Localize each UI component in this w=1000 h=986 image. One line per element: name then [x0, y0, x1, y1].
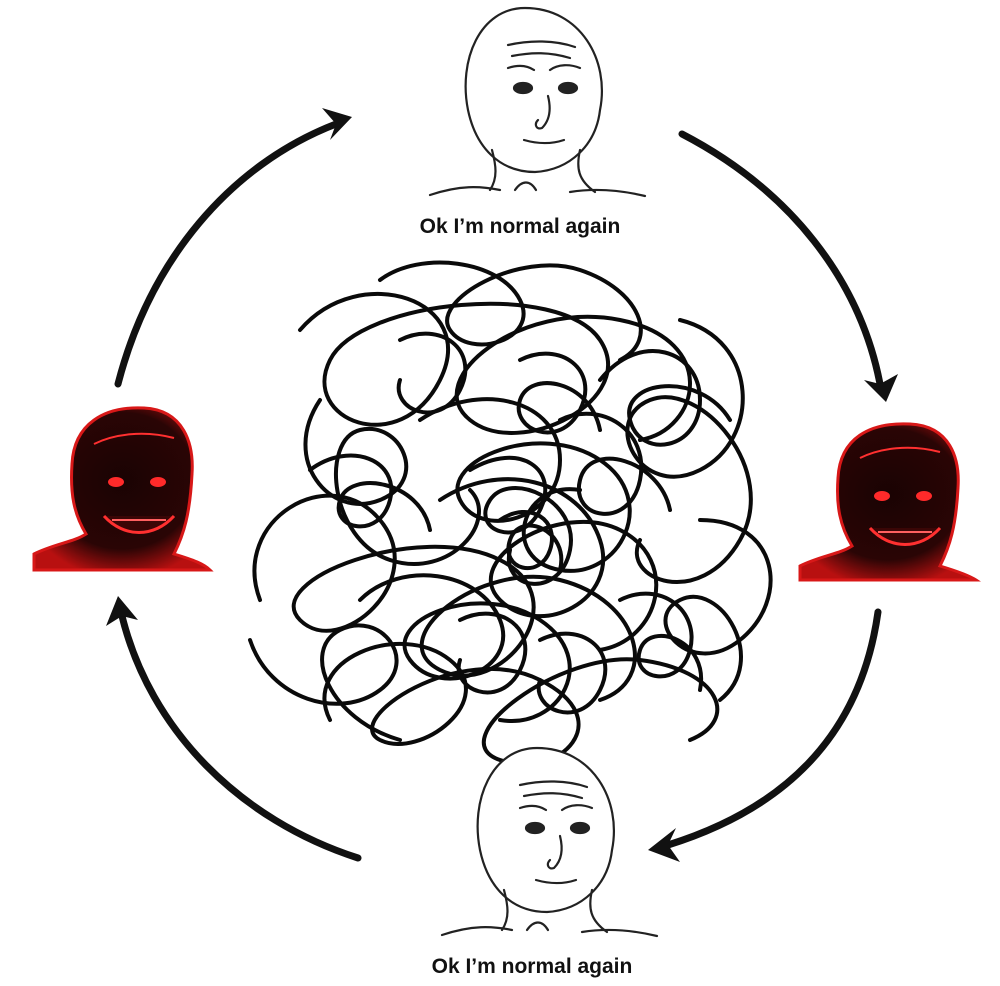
caption-top: Ok I’m normal again [420, 215, 621, 238]
wojak-face-icon [428, 6, 647, 198]
red-crazed-face-icon [32, 406, 214, 572]
caption-bottom: Ok I’m normal again [432, 955, 633, 978]
wojak-face-icon [440, 746, 659, 938]
tangled-scribble-icon [248, 260, 773, 766]
curved-arrow-icon [114, 120, 340, 388]
curved-arrow-icon [678, 130, 884, 388]
red-crazed-face-icon [798, 422, 981, 582]
curved-arrow-icon [664, 608, 882, 849]
curved-arrow-icon [118, 612, 362, 862]
cycle-arrows [106, 108, 898, 862]
